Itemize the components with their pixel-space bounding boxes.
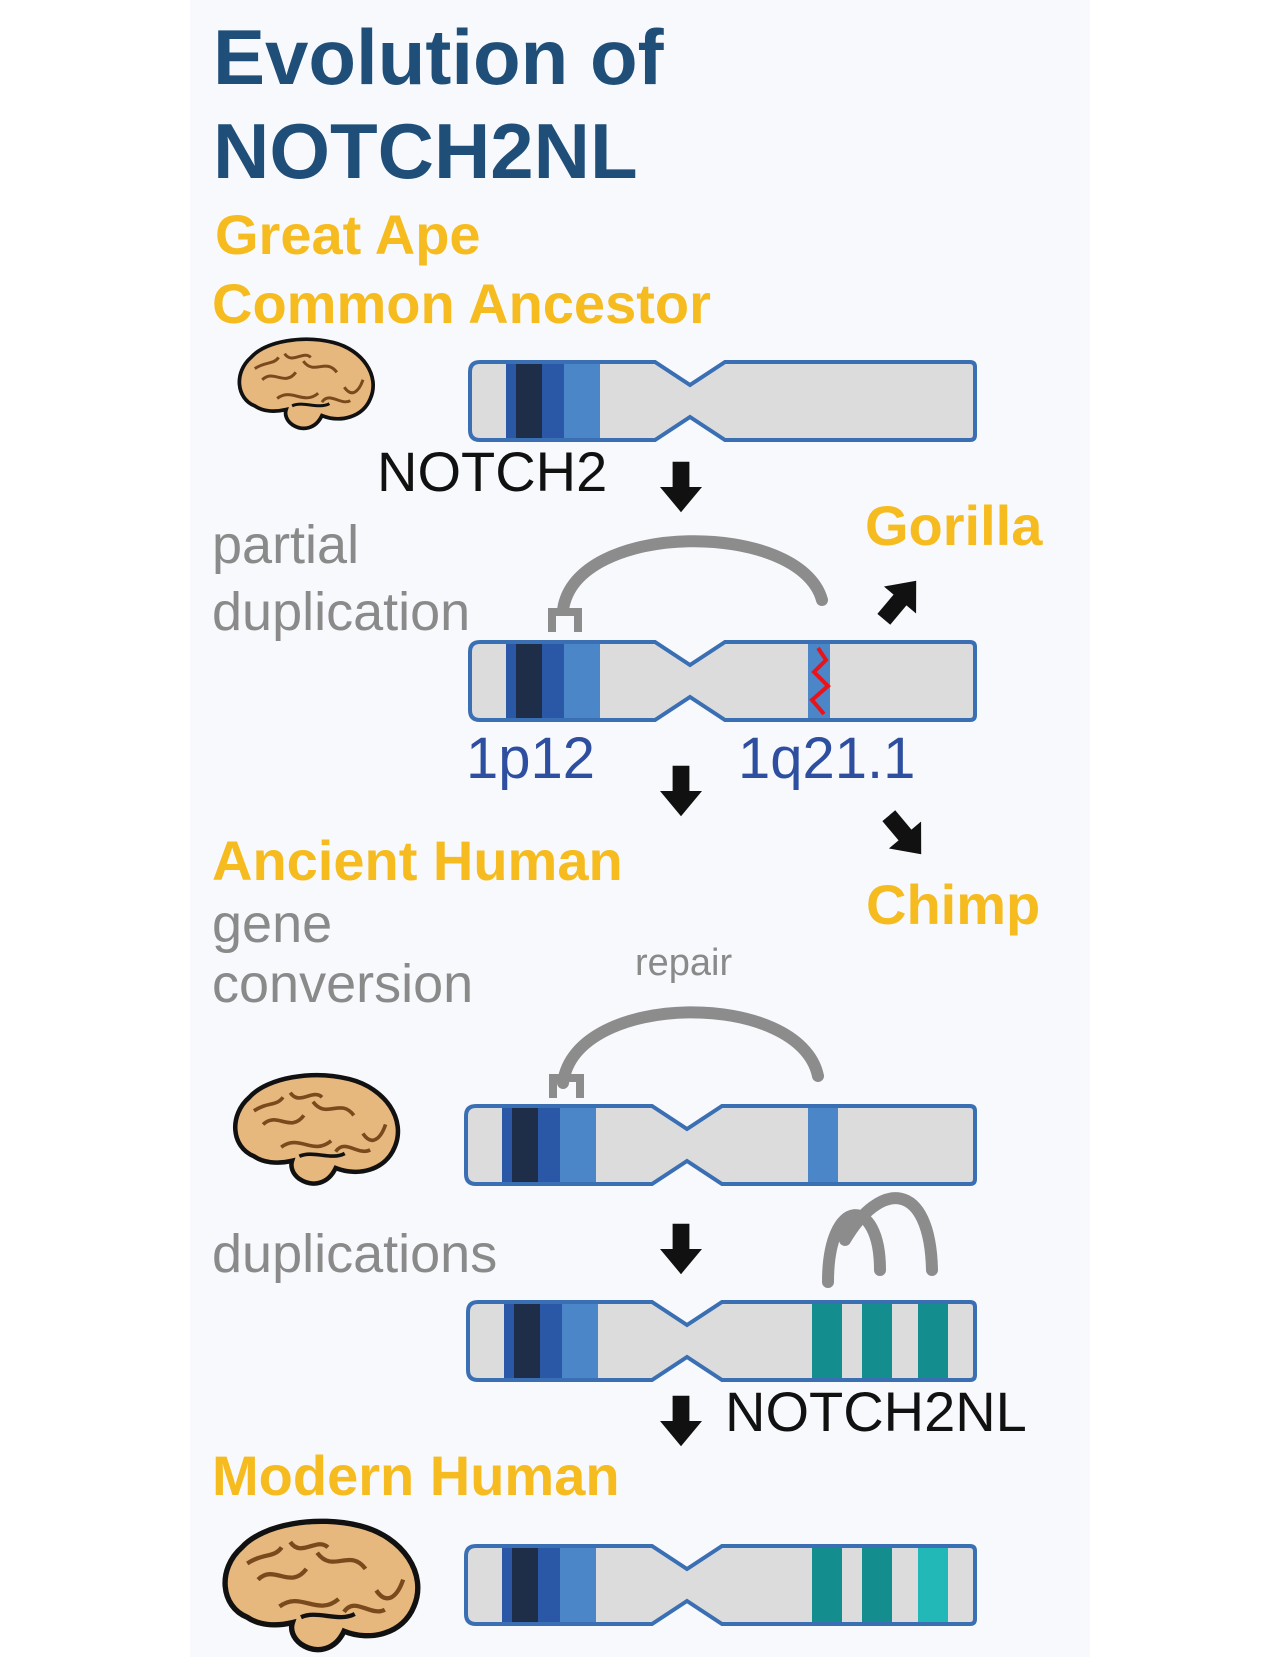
species-gorilla: Gorilla bbox=[865, 494, 1043, 557]
title-line2: NOTCH2NL bbox=[213, 107, 638, 195]
locus-1q21-1: 1q21.1 bbox=[738, 726, 916, 791]
curved-arrow-icon bbox=[839, 1192, 938, 1276]
down-arrow-icon bbox=[660, 765, 702, 817]
brain-icon bbox=[235, 1075, 398, 1183]
chromosome-partial-duplication bbox=[468, 640, 977, 722]
process-gene-conversion-line2: conversion bbox=[212, 954, 474, 1014]
process-gene-conversion-line1: gene bbox=[212, 894, 333, 954]
stage-ancestor-line1: Great Ape bbox=[215, 203, 481, 266]
stage-ancient-human: Ancient Human bbox=[212, 829, 623, 892]
title-line1: Evolution of bbox=[213, 13, 664, 101]
process-repair: repair bbox=[635, 942, 733, 984]
down-arrow-icon bbox=[660, 1223, 702, 1275]
process-partial-line2: duplication bbox=[212, 582, 471, 642]
chromosome-duplications bbox=[466, 1300, 977, 1382]
curved-arrow-icon bbox=[822, 1209, 886, 1288]
brain-icon bbox=[225, 1521, 418, 1649]
process-duplications: duplications bbox=[212, 1224, 498, 1284]
stage-ancestor-line2: Common Ancestor bbox=[212, 272, 711, 335]
curved-arrow-icon bbox=[557, 1006, 824, 1089]
up-right-arrow-icon bbox=[867, 567, 933, 633]
down-arrow-icon bbox=[660, 1395, 702, 1447]
process-partial-line1: partial bbox=[212, 515, 360, 575]
gene-label-notch2: NOTCH2 bbox=[377, 440, 608, 503]
brain-icon bbox=[237, 337, 376, 431]
chromosome-gene-conversion bbox=[464, 1104, 977, 1186]
down-right-arrow-icon bbox=[872, 802, 938, 868]
curved-arrow-icon bbox=[557, 535, 828, 616]
down-arrow-icon bbox=[660, 461, 702, 513]
stage-modern-human: Modern Human bbox=[212, 1444, 620, 1507]
gene-label-notch2nl: NOTCH2NL bbox=[725, 1380, 1027, 1443]
locus-1p12: 1p12 bbox=[466, 726, 596, 791]
chromosome-ancestor bbox=[468, 360, 977, 442]
breakpoint-mark bbox=[809, 646, 831, 716]
species-chimp: Chimp bbox=[866, 873, 1041, 936]
chromosome-modern-human bbox=[464, 1544, 977, 1626]
